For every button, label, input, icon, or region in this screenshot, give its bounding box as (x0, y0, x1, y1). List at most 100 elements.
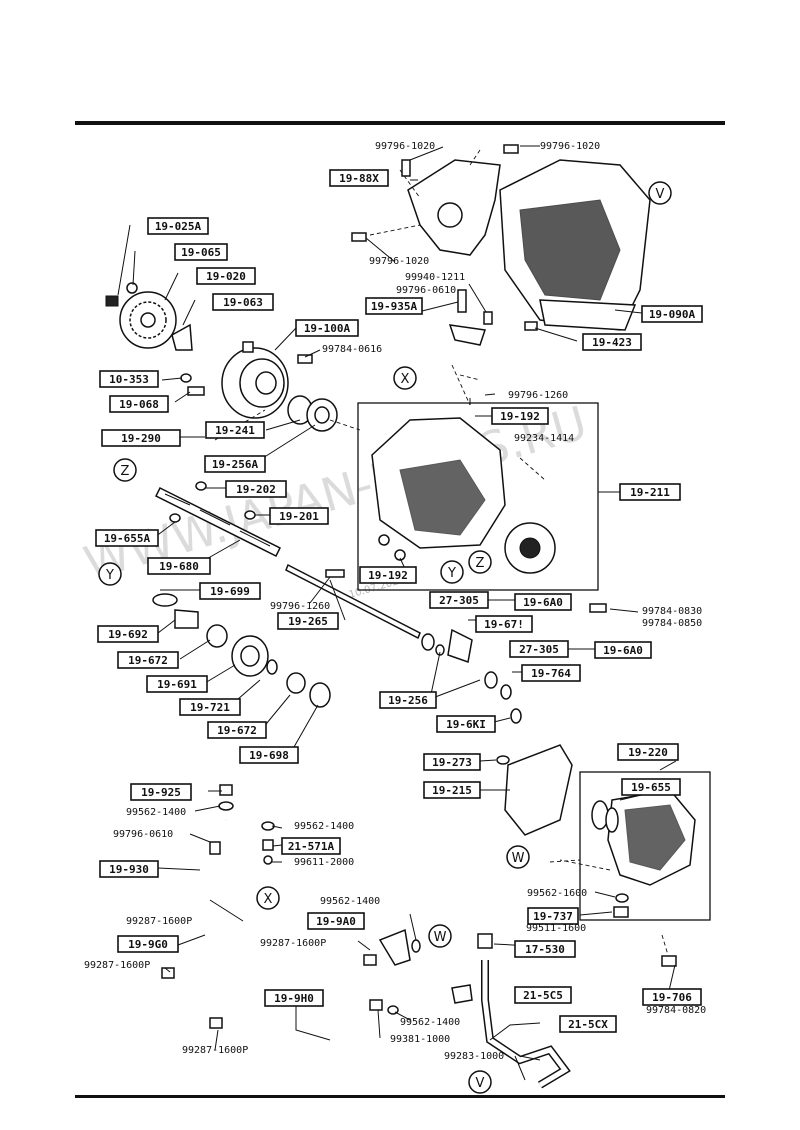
gasket-part (504, 744, 573, 836)
label-19-935a: 19-935A (365, 297, 423, 315)
label-text: 19-672 (128, 654, 168, 667)
label-layer: 19-88X19-025A19-06519-02019-06319-100A10… (95, 169, 703, 1033)
label-19-9h0: 19-9H0 (264, 989, 324, 1007)
label-text: 19-273 (432, 756, 472, 769)
partno-99511-1600: 99511-1600 (526, 923, 586, 934)
label-19-063: 19-063 (212, 293, 274, 311)
label-text: 19-88X (339, 172, 379, 185)
label-box (97, 625, 159, 643)
label-19-6a0a: 19-6A0 (514, 593, 572, 611)
leader-lines (117, 145, 681, 1081)
partno-99287-1600a: 99287-1600P (126, 916, 192, 927)
partno-99234-1414: 99234-1414 (514, 433, 574, 444)
label-text: 19-220 (628, 746, 668, 759)
partno-99562-1400a: 99562-1400 (126, 807, 186, 818)
circle-ref-x1 (393, 366, 417, 390)
label-box (179, 698, 241, 716)
label-19-655: 19-655 (621, 778, 681, 796)
label-17-530: 17-530 (514, 940, 576, 958)
label-text: 19-192 (500, 410, 540, 423)
circle-ref-y2-label: Y (447, 566, 456, 581)
label-19-211: 19-211 (619, 483, 681, 501)
label-text: 19-721 (190, 701, 230, 714)
label-text: 19-764 (531, 667, 571, 680)
label-text: 19-100A (304, 322, 351, 335)
pump-gear (287, 395, 338, 432)
circle-ref-y1 (98, 562, 122, 586)
label-text: 19-67! (484, 618, 524, 631)
plug-stack (261, 821, 275, 865)
circle-ref-x2 (256, 886, 280, 910)
label-19-201: 19-201 (269, 507, 329, 525)
circle-ref-y1-label: Y (105, 568, 114, 583)
label-19-273: 19-273 (423, 753, 481, 771)
circle-ref-z2-label: Z (476, 556, 485, 571)
bottom-rule (75, 1095, 725, 1098)
drain-plug-right (613, 893, 677, 967)
label-19-256: 19-256 (379, 691, 437, 709)
oil-tube (285, 563, 421, 640)
label-text: 19-680 (159, 560, 199, 573)
label-box (264, 989, 324, 1007)
label-19-930: 19-930 (99, 860, 159, 878)
label-text: 21-5C5 (523, 989, 563, 1002)
partno-99796-1020c: 99796-1020 (369, 256, 429, 267)
label-box (174, 243, 228, 261)
label-19-068: 19-068 (109, 395, 169, 413)
partno-99287-1600d: 99287-1600P (182, 1045, 248, 1056)
label-text: 17-530 (525, 943, 565, 956)
label-19-88x: 19-88X (329, 169, 389, 187)
label-box (514, 940, 576, 958)
label-text: 19-6KI (446, 718, 486, 731)
partno-99784-0616: 99784-0616 (322, 344, 382, 355)
label-text: 19-068 (119, 398, 159, 411)
label-19-672b: 19-672 (207, 721, 267, 739)
label-box (199, 582, 261, 600)
label-box (99, 370, 159, 388)
label-19-215: 19-215 (423, 781, 481, 799)
label-text: 21-5CX (568, 1018, 608, 1031)
label-19-6a0b: 19-6A0 (594, 641, 652, 659)
circle-ref-v2-label: V (476, 1076, 485, 1091)
label-box (146, 675, 208, 693)
label-box (514, 593, 572, 611)
label-box (147, 557, 211, 575)
label-box (379, 691, 437, 709)
label-text: 19-063 (223, 296, 263, 309)
label-text: 19-655A (104, 532, 151, 545)
partno-99287-1600c: 99287-1600P (84, 960, 150, 971)
label-19-065: 19-065 (174, 243, 228, 261)
oring-part (496, 755, 510, 765)
label-text: 19-065 (181, 246, 221, 259)
label-text: 19-202 (236, 483, 276, 496)
label-text: 19-691 (157, 678, 197, 691)
label-19-256a: 19-256A (204, 455, 266, 473)
shaft-parts-right (421, 603, 607, 724)
partno-99562-1400b: 99562-1400 (294, 821, 354, 832)
label-box (423, 753, 481, 771)
input-shaft (154, 481, 282, 558)
label-19-265: 19-265 (277, 612, 339, 630)
label-19-692: 19-692 (97, 625, 159, 643)
label-19-698: 19-698 (239, 746, 299, 764)
label-27-305a: 27-305 (429, 591, 489, 609)
label-box (559, 1015, 617, 1033)
label-box (95, 529, 159, 547)
label-text: 19-241 (215, 424, 255, 437)
label-19-192b: 19-192 (359, 566, 417, 584)
flywheel-group (105, 282, 193, 351)
washer-part (180, 373, 192, 383)
label-19-737: 19-737 (527, 907, 579, 925)
circle-ref-x1-label: X (401, 372, 410, 387)
partno-99611-2000: 99611-2000 (294, 857, 354, 868)
label-19-220: 19-220 (617, 743, 679, 761)
top-rule (75, 121, 725, 125)
partno-99796-0610b: 99796-0610 (113, 829, 173, 840)
label-21-5c5: 21-5C5 (514, 986, 572, 1004)
label-box (617, 743, 679, 761)
label-text: 19-672 (217, 724, 257, 737)
label-text: 19-256A (212, 458, 259, 471)
label-text: 19-025A (155, 220, 202, 233)
label-box (436, 715, 496, 733)
label-27-305b: 27-305 (509, 640, 569, 658)
